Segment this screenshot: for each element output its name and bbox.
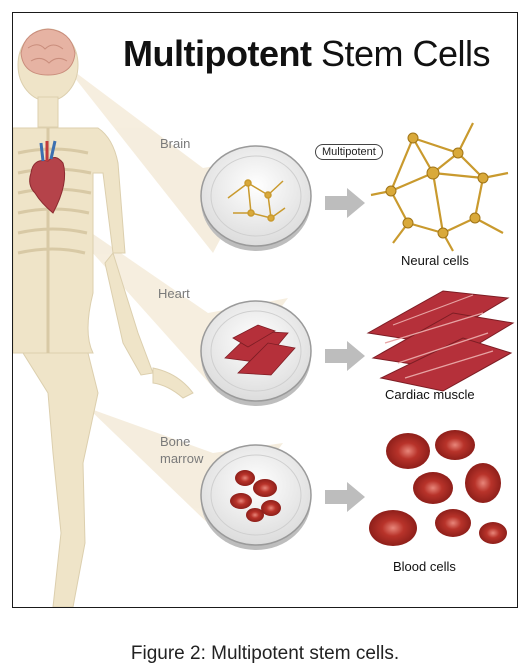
cardiac-muscle-striations (384, 294, 494, 379)
arrow-to-neural (325, 188, 365, 218)
diagram-illustration (13, 28, 515, 607)
label-marrow: marrow (160, 451, 204, 466)
arrow-to-cardiac (325, 341, 365, 371)
petri-dish-bone-marrow (200, 444, 312, 550)
label-heart: Heart (158, 286, 190, 301)
title-bold: Multipotent (123, 33, 312, 74)
figure-caption: Figure 2: Multipotent stem cells. (130, 643, 400, 664)
blood-cells-illustration (369, 430, 507, 546)
label-neural-cells: Neural cells (401, 253, 469, 268)
cardiac-muscle-illustration (366, 290, 515, 392)
dish-cardiac-fibers (224, 324, 296, 376)
label-cardiac-muscle: Cardiac muscle (385, 387, 475, 402)
title-rest: Stem Cells (320, 33, 491, 74)
figure-frame: Multipotent Stem Cells Multipotent Brain… (12, 12, 518, 608)
heart-organ (29, 140, 66, 214)
neural-cell-bodies (385, 132, 489, 239)
label-blood-cells: Blood cells (393, 559, 456, 574)
label-brain: Brain (160, 136, 191, 151)
brain-organ (20, 28, 76, 76)
label-bone-marrow: Bone marrow (160, 433, 203, 467)
arrow-to-blood (325, 482, 365, 512)
dish-blood-cells (230, 470, 281, 522)
diagram-title: Multipotent Stem Cells (123, 33, 491, 75)
label-bone: Bone (160, 434, 191, 449)
dish-neurons (227, 179, 286, 222)
petri-dish-brain (200, 145, 312, 251)
multipotent-badge: Multipotent (315, 144, 383, 160)
